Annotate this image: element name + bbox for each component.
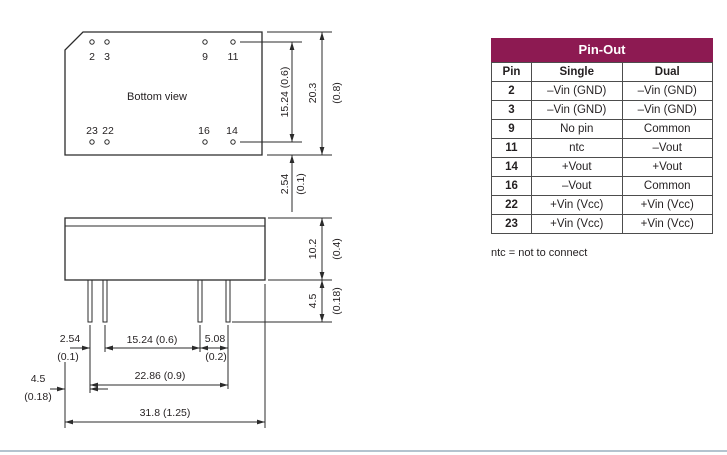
- footer-rule: [0, 450, 727, 452]
- pin-lead: [197, 279, 203, 323]
- dual-cell: +Vout: [621, 157, 713, 177]
- col-header-single: Single: [531, 62, 623, 82]
- single-cell: ntc: [531, 138, 623, 158]
- pin-cell: 22: [491, 195, 532, 215]
- dim-pitch1-mm: 2.54: [60, 333, 81, 345]
- dim-pitch2: 15.24 (0.6): [127, 334, 178, 346]
- pin-label-9: 9: [202, 51, 208, 63]
- bottom-view-labels: 2 3 9 11 23 22 16 14 Bottom view: [86, 51, 238, 137]
- dim-pin-length-mm: 4.5: [307, 294, 319, 309]
- pin-label-14: 14: [226, 125, 238, 137]
- pin-dot: [89, 39, 95, 45]
- pin-label-3: 3: [104, 51, 110, 63]
- single-cell: –Vin (GND): [531, 100, 623, 120]
- table-row: 9 No pin Common: [491, 119, 713, 139]
- table-header-row: Pin Single Dual: [491, 62, 713, 82]
- dim-edge-offset-in: (0.18): [24, 391, 51, 403]
- dimension-lines: [240, 31, 332, 212]
- table-row: 3 –Vin (GND) –Vin (GND): [491, 100, 713, 120]
- bottom-view-label: Bottom view: [127, 91, 187, 103]
- package-drawing: 2 3 9 11 23 22 16 14 Bottom view 15.24 (…: [24, 31, 343, 428]
- pin-cell: 16: [491, 176, 532, 196]
- dual-cell: +Vin (Vcc): [621, 214, 713, 234]
- dim-pitch1-in: (0.1): [57, 351, 79, 363]
- dual-cell: +Vin (Vcc): [621, 195, 713, 215]
- table-row: 22 +Vin (Vcc) +Vin (Vcc): [491, 195, 713, 215]
- pin-cell: 2: [491, 81, 532, 101]
- bottom-view: [64, 31, 263, 156]
- dual-cell: Common: [621, 119, 713, 139]
- table-row: 14 +Vout +Vout: [491, 157, 713, 177]
- table-row: 11 ntc –Vout: [491, 138, 713, 158]
- dim-pin-edge-in: (0.1): [295, 173, 307, 195]
- pin-dot: [202, 39, 208, 45]
- dual-cell: –Vout: [621, 138, 713, 158]
- dim-pin-span: 22.86 (0.9): [135, 370, 186, 382]
- dim-body-height-in: (0.4): [331, 238, 343, 260]
- dim-pin-length-in: (0.18): [331, 287, 343, 314]
- pin-lead: [225, 279, 231, 323]
- side-view: [64, 217, 266, 323]
- col-header-pin: Pin: [491, 62, 532, 82]
- table-row: 23 +Vin (Vcc) +Vin (Vcc): [491, 214, 713, 234]
- dual-cell: Common: [621, 176, 713, 196]
- pin-label-11: 11: [228, 51, 239, 63]
- pin-dot: [104, 39, 110, 45]
- table-row: 2 –Vin (GND) –Vin (GND): [491, 81, 713, 101]
- dim-body-width-mm: 20.3: [307, 83, 319, 104]
- pin-label-16: 16: [198, 125, 210, 137]
- dual-cell: –Vin (GND): [621, 81, 713, 101]
- single-cell: –Vout: [531, 176, 623, 196]
- single-cell: +Vin (Vcc): [531, 214, 623, 234]
- pinout-table: Pin Single Dual 2 –Vin (GND) –Vin (GND) …: [491, 62, 713, 234]
- dim-pitch3-in: (0.2): [205, 351, 227, 363]
- pinout-panel: Pin-Out Pin Single Dual 2 –Vin (GND) –Vi…: [491, 38, 713, 259]
- pin-cell: 14: [491, 157, 532, 177]
- dimension-lines-side: [232, 217, 332, 323]
- dim-pitch3-mm: 5.08: [205, 333, 226, 345]
- pin-cell: 11: [491, 138, 532, 158]
- col-header-dual: Dual: [621, 62, 713, 82]
- bottom-view-outline: [64, 31, 263, 156]
- dim-body-width-in: (0.8): [331, 82, 343, 104]
- pin-dot: [104, 139, 110, 145]
- table-row: 16 –Vout Common: [491, 176, 713, 196]
- pin-dot: [230, 39, 236, 45]
- dim-body-height-mm: 10.2: [307, 239, 319, 260]
- pin-label-2: 2: [89, 51, 95, 63]
- dim-pin-row-spacing: 15.24 (0.6): [279, 67, 291, 118]
- pin-lead: [87, 279, 93, 323]
- pin-dot: [89, 139, 95, 145]
- pin-cell: 3: [491, 100, 532, 120]
- dim-edge-offset-mm: 4.5: [31, 373, 46, 385]
- dual-cell: –Vin (GND): [621, 100, 713, 120]
- pin-lead: [102, 279, 108, 323]
- pin-cell: 23: [491, 214, 532, 234]
- dimension-labels-bottom: 2.54 (0.1) 15.24 (0.6) 5.08 (0.2) 22.86 …: [24, 333, 227, 419]
- ntc-note: ntc = not to connect: [491, 247, 588, 259]
- pin-cell: 9: [491, 119, 532, 139]
- pin-label-23: 23: [86, 125, 98, 137]
- side-view-body: [64, 217, 266, 281]
- dimension-labels-side: 10.2 (0.4) 4.5 (0.18): [307, 238, 343, 315]
- dimension-labels-right: 15.24 (0.6) 20.3 (0.8) 2.54 (0.1): [279, 67, 343, 195]
- single-cell: –Vin (GND): [531, 81, 623, 101]
- single-cell: +Vin (Vcc): [531, 195, 623, 215]
- pin-label-22: 22: [102, 125, 114, 137]
- dim-pin-edge-mm: 2.54: [279, 174, 291, 195]
- pinout-header: Pin-Out: [491, 38, 713, 62]
- single-cell: +Vout: [531, 157, 623, 177]
- dim-body-length: 31.8 (1.25): [140, 407, 191, 419]
- pin-dot: [230, 139, 236, 145]
- dimension-lines-bottom: [50, 284, 266, 428]
- single-cell: No pin: [531, 119, 623, 139]
- pin-dot: [202, 139, 208, 145]
